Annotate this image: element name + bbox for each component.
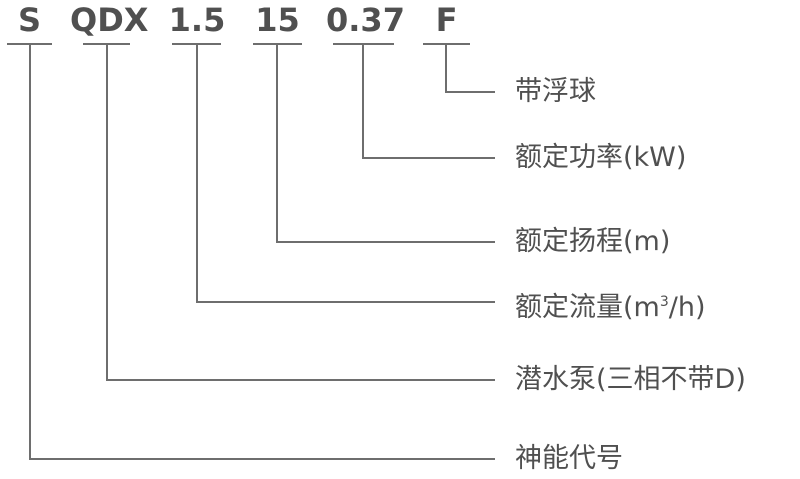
line-head (253, 43, 495, 243)
code-power: 0.37 (326, 1, 405, 39)
code-s: S (17, 1, 42, 39)
code-qdx: QDX (70, 1, 149, 39)
label-code: 神能代号 (515, 443, 623, 474)
label-float: 带浮球 (515, 76, 596, 107)
label-pump: 潜水泵(三相不带D) (515, 364, 746, 395)
line-flow (172, 43, 495, 303)
label-flow: 额定流量(m3/h) (515, 285, 706, 325)
line-power (333, 43, 495, 159)
label-power: 额定功率(kW) (515, 142, 687, 173)
label-flow-sup: 3 (659, 294, 669, 310)
code-head: 15 (255, 1, 300, 39)
line-s (7, 43, 495, 460)
label-flow-suffix: /h) (668, 292, 706, 323)
code-float: F (435, 1, 458, 39)
label-flow-prefix: 额定流量(m (515, 292, 660, 323)
code-flow: 1.5 (168, 1, 226, 39)
label-head: 额定扬程(m) (515, 226, 671, 257)
line-qdx (83, 43, 495, 381)
line-float (423, 43, 495, 93)
